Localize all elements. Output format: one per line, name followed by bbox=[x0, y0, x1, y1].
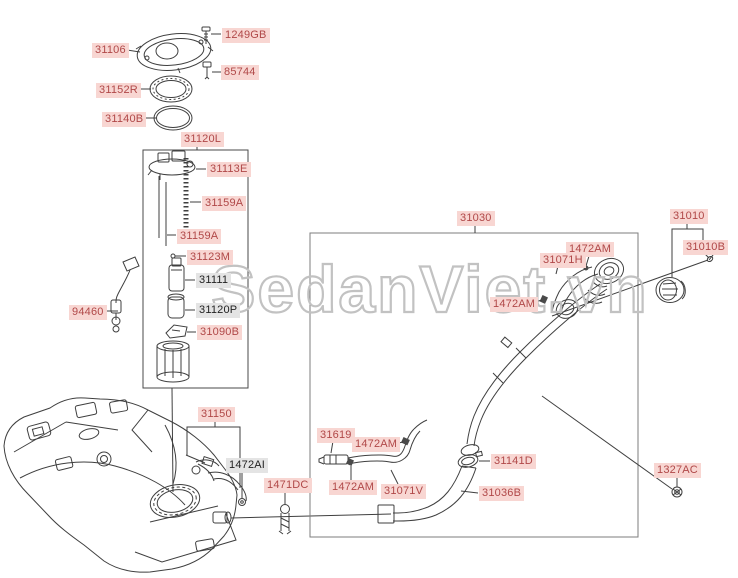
part-label-31010[interactable]: 31010 bbox=[670, 209, 708, 224]
part-label-31140B[interactable]: 31140B bbox=[102, 112, 147, 127]
part-label-31113E[interactable]: 31113E bbox=[207, 162, 251, 177]
part-label-31159A-2[interactable]: 31159A bbox=[177, 229, 222, 244]
fuel-pump-plate-drawing bbox=[135, 33, 214, 74]
leader-tank-to-hose bbox=[230, 513, 392, 519]
o-ring-31140B-drawing bbox=[153, 105, 193, 131]
pump-module-box bbox=[142, 149, 249, 389]
part-label-1472AM-2[interactable]: 1472AM bbox=[490, 297, 539, 312]
part-label-1249GB[interactable]: 1249GB bbox=[222, 28, 270, 43]
part-label-31036B[interactable]: 31036B bbox=[479, 486, 525, 501]
nut-1472AI-drawing bbox=[238, 498, 246, 506]
clamp-1471DC-drawing bbox=[278, 504, 292, 535]
part-label-31071H[interactable]: 31071H bbox=[540, 253, 586, 268]
part-label-31106[interactable]: 31106 bbox=[92, 43, 129, 58]
fuel-tank-drawing bbox=[3, 397, 247, 573]
lock-ring-31152R-drawing bbox=[149, 75, 193, 103]
filler-pipe-box bbox=[309, 232, 639, 538]
bolt-1249GB-drawing bbox=[201, 26, 211, 44]
part-label-31030[interactable]: 31030 bbox=[457, 211, 495, 226]
part-label-94460[interactable]: 94460 bbox=[69, 305, 107, 320]
part-label-1471DC[interactable]: 1471DC bbox=[264, 478, 312, 493]
part-label-31120P[interactable]: 31120P bbox=[196, 303, 241, 318]
clip-85744-drawing bbox=[202, 61, 212, 80]
part-label-31141D[interactable]: 31141D bbox=[491, 454, 536, 469]
part-label-31090B[interactable]: 31090B bbox=[197, 325, 243, 340]
part-label-31010B[interactable]: 31010B bbox=[683, 240, 729, 255]
leader-box-to-tank bbox=[171, 387, 174, 493]
nut-1327AC-drawing bbox=[541, 395, 683, 498]
fuel-cap-drawing bbox=[551, 222, 720, 317]
sensor-94460-drawing bbox=[110, 256, 140, 333]
part-label-31159A[interactable]: 31159A bbox=[202, 196, 247, 211]
filler-pipe-drawing bbox=[318, 257, 625, 524]
part-label-31152R[interactable]: 31152R bbox=[96, 83, 141, 98]
part-label-1327AC[interactable]: 1327AC bbox=[654, 463, 701, 478]
part-label-31619[interactable]: 31619 bbox=[317, 428, 355, 443]
part-label-85744[interactable]: 85744 bbox=[221, 65, 259, 80]
part-label-31111[interactable]: 31111 bbox=[196, 273, 232, 288]
part-label-1472AM-4[interactable]: 1472AM bbox=[329, 480, 378, 495]
part-label-1472AI[interactable]: 1472AI bbox=[226, 458, 269, 473]
part-label-31150[interactable]: 31150 bbox=[198, 407, 235, 422]
part-label-31120L[interactable]: 31120L bbox=[181, 132, 225, 147]
part-label-31071V[interactable]: 31071V bbox=[381, 484, 427, 499]
part-label-1472AM-3[interactable]: 1472AM bbox=[352, 437, 401, 452]
part-label-31123M[interactable]: 31123M bbox=[187, 250, 234, 265]
